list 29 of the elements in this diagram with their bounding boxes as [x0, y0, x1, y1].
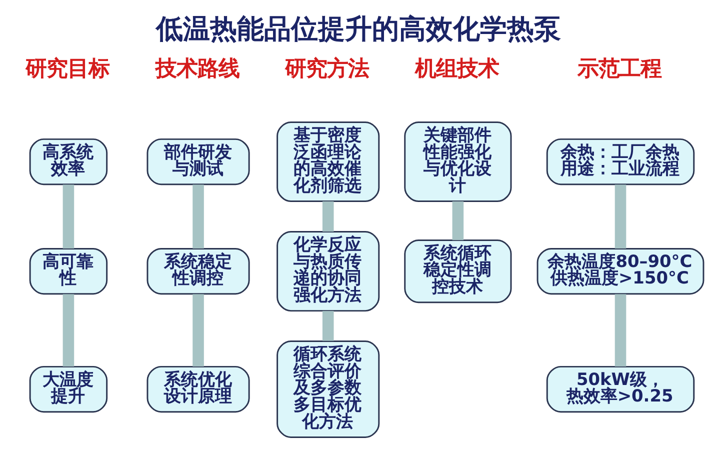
node-box: 系统循环稳定性调控技术 — [404, 240, 512, 304]
node-box: 余热温度80–90°C 供热温度>150°C — [536, 248, 704, 295]
connector — [62, 294, 74, 366]
connector — [614, 184, 626, 248]
connector — [192, 294, 204, 366]
node-box: 高可靠性 — [28, 248, 108, 295]
connector — [62, 184, 74, 248]
connector — [322, 310, 334, 341]
connector — [192, 184, 204, 248]
connector — [452, 201, 464, 240]
node-box: 循环系统综合评价及多参数多目标优化方法 — [276, 340, 380, 438]
node-box: 部件研发与测试 — [146, 138, 250, 186]
node-box: 大温度提升 — [28, 366, 108, 413]
node-box: 系统优化设计原理 — [146, 366, 250, 413]
label: 研究方法 — [284, 56, 369, 82]
label: 研究目标 — [25, 56, 110, 82]
node-box: 50kW级，热效率>0.25 — [546, 366, 694, 413]
connector — [322, 201, 334, 232]
diagram-title: 低温热能品位提升的高效化学热泵 — [156, 14, 561, 45]
node-box: 高系统效率 — [28, 138, 108, 186]
label: 示范工程 — [577, 56, 662, 82]
label: 机组技术 — [414, 56, 499, 82]
connector — [614, 294, 626, 366]
label: 技术路线 — [154, 56, 239, 82]
node-box: 系统稳定性调控 — [146, 248, 250, 295]
node-box: 基于密度泛函理论的高效催化剂筛选 — [276, 122, 380, 202]
node-box: 关键部件性能强化与优化设计 — [404, 122, 512, 202]
node-box: 化学反应与热质传递的协同强化方法 — [276, 231, 380, 312]
node-box: 余热：工厂余热 用途：工业流程 — [546, 138, 694, 186]
